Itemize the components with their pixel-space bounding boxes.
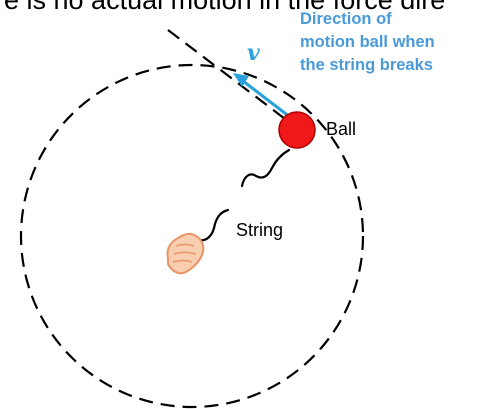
circular-path bbox=[19, 63, 365, 409]
ball-label: Ball bbox=[326, 119, 357, 139]
direction-annotation-line-3: the string breaks bbox=[300, 56, 433, 74]
velocity-label: v bbox=[247, 40, 260, 66]
velocity-arrow bbox=[233, 73, 292, 119]
red-ball-icon bbox=[278, 111, 316, 149]
cropped-header-text: e is no actual motion in the force dire bbox=[4, 0, 446, 15]
hand-icon bbox=[166, 232, 205, 275]
string-label: String bbox=[236, 220, 284, 240]
direction-annotation: Direction of motion ball when the string… bbox=[300, 8, 476, 77]
direction-annotation-line-2: motion ball when bbox=[300, 33, 435, 51]
string-lower-curve bbox=[196, 208, 230, 242]
string-curve bbox=[240, 148, 291, 188]
tangent-line bbox=[167, 29, 294, 126]
direction-annotation-line-1: Direction of bbox=[300, 10, 392, 28]
